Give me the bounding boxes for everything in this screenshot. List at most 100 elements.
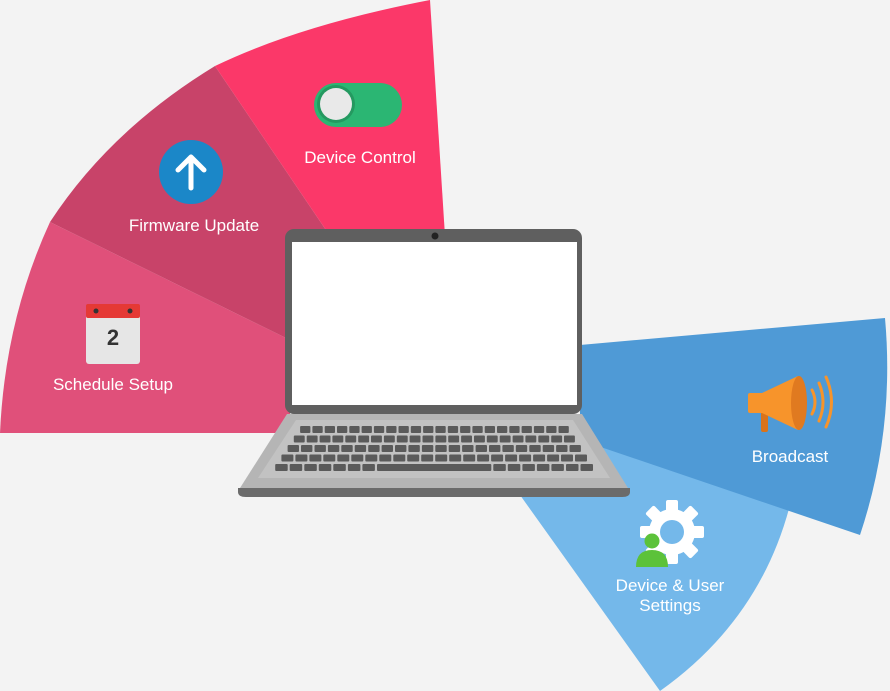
keyboard-key [525,435,537,443]
keyboard-key [569,445,581,452]
keyboard-key [580,464,593,471]
keyboard-key [386,426,397,433]
keyboard-key [484,426,495,433]
keyboard-key [521,426,532,433]
laptop-keyboard [275,426,593,471]
keyboard-key [312,426,323,433]
keyboard-key [472,426,483,433]
keyboard-key [556,445,568,452]
keyboard-key [395,445,407,452]
keyboard-key [566,464,579,471]
device-user-settings-label-line1: Device & User [615,576,725,595]
gear-icon [640,500,704,564]
segment-broadcast[interactable] [580,318,888,535]
broadcast-label: Broadcast [751,447,829,466]
schedule-setup-label: Schedule Setup [52,375,174,394]
keyboard-key [327,445,340,452]
keyboard-key [463,454,476,462]
keyboard-key [337,426,348,433]
keyboard-key [306,435,318,443]
keyboard-key [301,445,313,452]
keyboard-key [448,435,460,443]
keyboard-key [345,435,357,443]
laptop-front-edge [238,488,630,497]
keyboard-key [546,426,557,433]
keyboard-key [381,445,393,452]
keyboard-key [289,464,303,471]
keyboard-key [337,454,350,462]
keyboard-key [493,464,506,471]
keyboard-key [564,435,575,443]
keyboard-key [533,454,546,462]
calendar-icon: 2 [86,304,140,364]
keyboard-key [393,454,406,462]
keyboard-key [536,464,550,471]
keyboard-key [318,464,332,471]
toggle-switch-icon [314,83,402,127]
keyboard-key [474,435,485,443]
keyboard-key [365,454,378,462]
keyboard-key [435,435,447,443]
keyboard-key [304,464,317,471]
keyboard-key [489,445,501,452]
keyboard-key [486,435,498,443]
keyboard-key [435,426,446,433]
keyboard-key [358,435,370,443]
keyboard-key [407,454,420,462]
keyboard-key [309,454,322,462]
segment-schedule-setup[interactable] [0,222,290,433]
keyboard-key [507,464,521,471]
keyboard-key [435,445,447,452]
keyboard-key [408,445,420,452]
keyboard-key [522,464,535,471]
keyboard-key [314,445,326,452]
keyboard-key [461,435,472,443]
keyboard-key [460,426,471,433]
laptop-screen [292,242,577,405]
keyboard-key [529,445,541,452]
keyboard-key [519,454,532,462]
keyboard-key [551,435,563,443]
keyboard-key [379,454,392,462]
keyboard-key [558,426,569,433]
keyboard-key [362,464,375,471]
device-user-settings-label-line2: Settings [639,596,701,615]
keyboard-key [377,464,492,471]
keyboard-key [497,426,508,433]
keyboard-key [319,435,331,443]
keyboard-key [547,454,560,462]
keyboard-key [421,454,434,462]
keyboard-key [349,426,360,433]
keyboard-key [421,445,434,452]
keyboard-key [422,435,434,443]
keyboard-key [505,454,518,462]
laptop-webcam [431,232,439,240]
keyboard-key [275,464,288,471]
keyboard-key [383,435,395,443]
keyboard-key [287,445,299,452]
keyboard-key [475,445,487,452]
keyboard-key [449,454,462,462]
calendar-day: 2 [107,325,119,350]
keyboard-key [373,426,385,433]
keyboard-key [491,454,504,462]
keyboard-key [368,445,380,452]
keyboard-key [347,464,361,471]
keyboard-key [502,445,514,452]
keyboard-key [515,445,528,452]
laptop-icon [238,229,630,497]
keyboard-key [447,426,459,433]
user-icon [636,533,668,567]
keyboard-key [410,426,422,433]
megaphone-icon [748,375,833,432]
keyboard-key [371,435,382,443]
keyboard-key [462,445,474,452]
keyboard-key [354,445,367,452]
keyboard-key [323,454,336,462]
keyboard-key [398,426,409,433]
keyboard-key [361,426,372,433]
keyboard-key [575,454,587,462]
keyboard-key [396,435,408,443]
keyboard-key [551,464,564,471]
device-user-settings-label: Device & User Settings [600,576,740,616]
